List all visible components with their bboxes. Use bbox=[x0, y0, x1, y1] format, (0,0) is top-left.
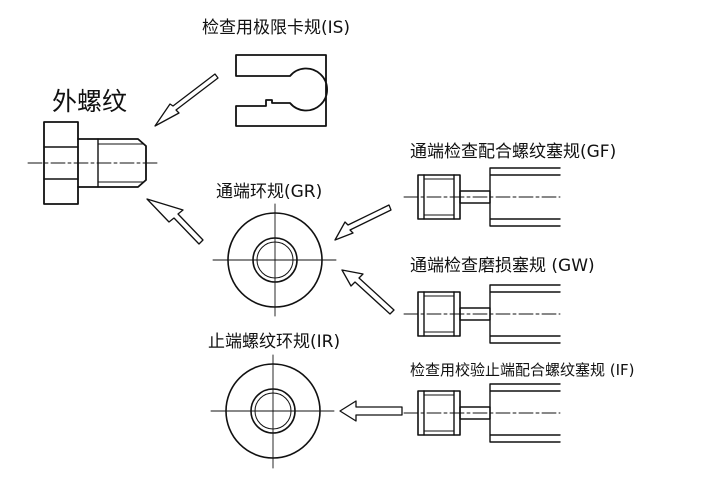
nogo-check-plug-gauge-figure bbox=[404, 384, 560, 442]
arrow-gf-to-go-ring bbox=[335, 205, 391, 240]
limit-snap-gauge-label: 检查用极限卡规(IS) bbox=[202, 18, 351, 38]
snap-gauge-body bbox=[236, 55, 327, 126]
bolt-external-thread-figure bbox=[28, 122, 160, 204]
arrow-gw-to-go-ring bbox=[342, 270, 394, 314]
go-ring-gauge-label: 通端环规(GR) bbox=[216, 182, 323, 202]
if-handle bbox=[490, 384, 560, 442]
flow-arrows bbox=[147, 74, 402, 421]
nogo-ring-gauge-label: 止端螺纹环规(IR) bbox=[208, 332, 341, 352]
go-fit-plug-gauge-figure bbox=[404, 168, 560, 226]
nogo-ring-gauge-figure bbox=[211, 355, 334, 468]
go-fit-plug-gauge-label: 通端检查配合螺纹塞规(GF) bbox=[410, 142, 617, 162]
gf-handle bbox=[490, 168, 560, 226]
go-wear-plug-gauge-label: 通端检查磨损塞规 (GW) bbox=[410, 256, 595, 276]
arrow-ring-gauges-to-bolt bbox=[147, 199, 203, 244]
gw-handle bbox=[490, 285, 560, 343]
arrow-snap-gauge-to-bolt bbox=[155, 74, 218, 126]
nogo-check-plug-gauge-label: 检查用校验止端配合螺纹塞规 (IF) bbox=[410, 361, 635, 379]
limit-snap-gauge-figure bbox=[236, 55, 327, 126]
go-ring-gauge-figure bbox=[213, 204, 336, 316]
external-thread-label: 外螺纹 bbox=[52, 87, 128, 116]
go-wear-plug-gauge-figure bbox=[404, 285, 560, 343]
arrow-if-to-nogo-ring bbox=[340, 401, 402, 421]
